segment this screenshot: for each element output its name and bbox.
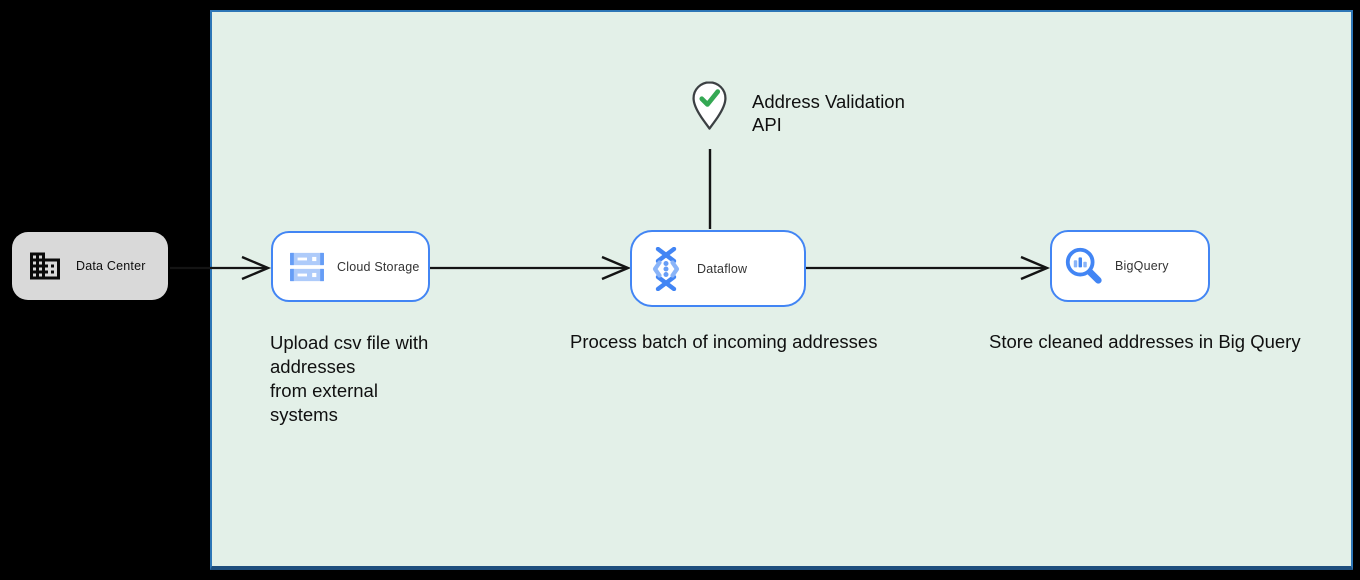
node-label: Data Center	[76, 259, 146, 273]
node-data-center[interactable]: Data Center	[12, 232, 168, 300]
store-note: Store cleaned addresses in Big Query	[989, 331, 1301, 352]
process-note: Process batch of incoming addresses	[570, 331, 878, 352]
bigquery-icon	[1063, 245, 1105, 287]
cloud-storage-icon	[288, 251, 326, 283]
node-dataflow[interactable]: Dataflow	[630, 230, 806, 307]
node-cloud-storage[interactable]: Cloud Storage	[271, 231, 430, 302]
node-bigquery[interactable]: BigQuery	[1050, 230, 1210, 302]
node-label: BigQuery	[1115, 259, 1169, 273]
node-label: Dataflow	[697, 261, 748, 276]
address-validation-api-label: Address Validation API	[752, 91, 905, 135]
building-icon	[27, 248, 63, 284]
upload-note: Upload csv file with addresses from exte…	[270, 332, 429, 425]
dataflow-icon	[645, 246, 687, 291]
location-pin-check-icon[interactable]	[691, 80, 728, 138]
node-label: Cloud Storage	[337, 259, 420, 274]
